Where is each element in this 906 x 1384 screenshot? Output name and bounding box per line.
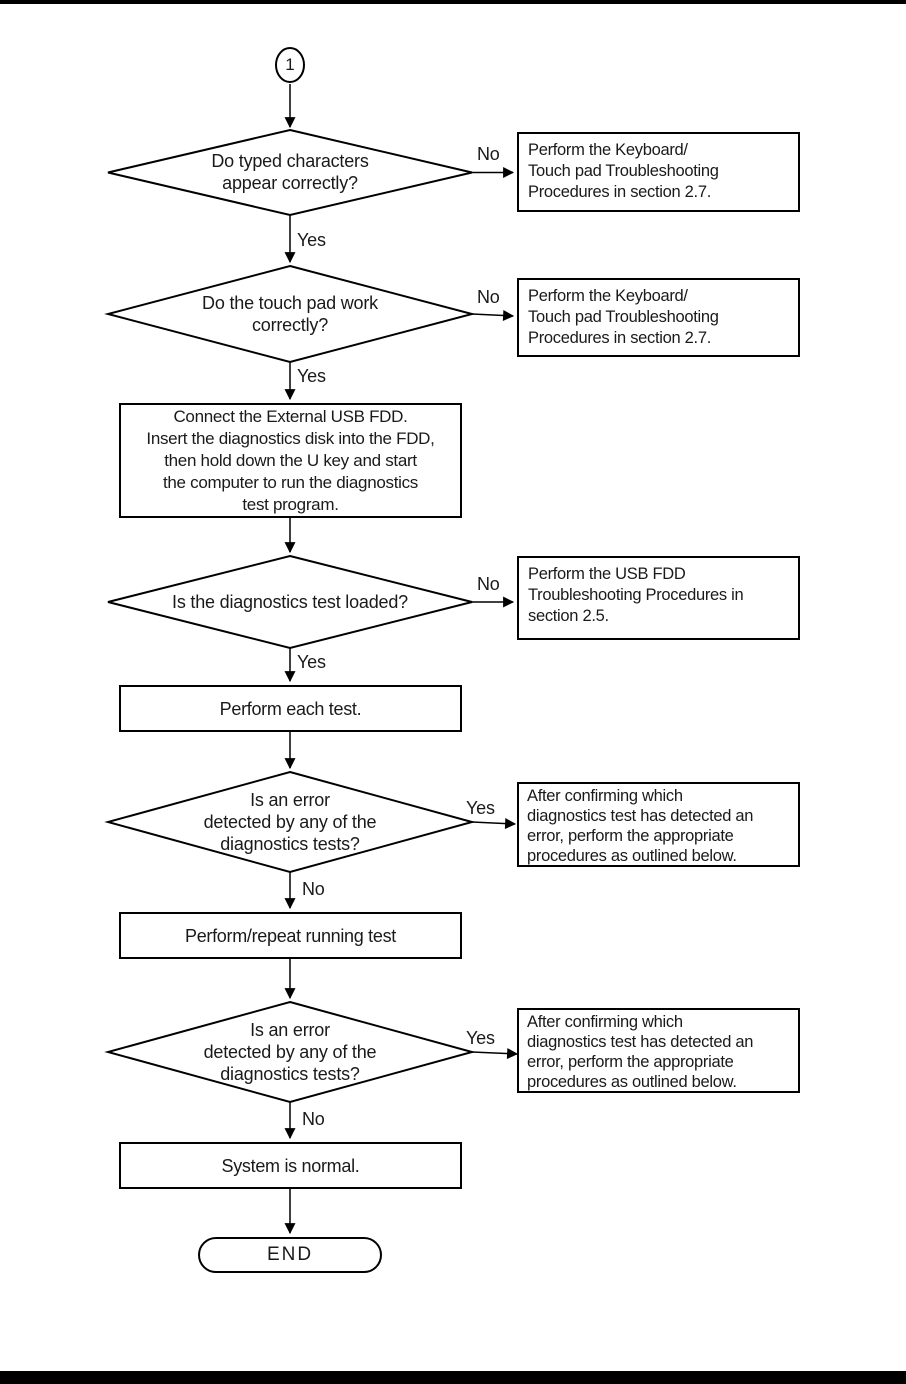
diamond-touch-pad-text: Do the touch pad work correctly? — [202, 293, 378, 335]
end-terminator-label: END — [266, 1244, 314, 1265]
label-d5-yes: Yes — [466, 1028, 495, 1048]
result-confirm-diagnostics-2: After confirming which diagnostics test … — [517, 1008, 800, 1093]
connector-label: 1 — [285, 55, 295, 74]
end-terminator: END — [198, 1237, 382, 1273]
result-keyboard-touchpad-2: Perform the Keyboard/ Touch pad Troubles… — [517, 278, 800, 357]
label-d4-yes: Yes — [466, 798, 495, 818]
page-bottom-rule — [0, 1371, 906, 1384]
edge-d4-yes-to-r4 — [471, 818, 517, 830]
result-confirm-diagnostics-1: After confirming which diagnostics test … — [517, 782, 800, 867]
diamond-error-detected-1-text: Is an error detected by any of the diagn… — [203, 790, 377, 854]
label-d5-no: No — [302, 1109, 325, 1129]
process-system-is-normal: System is normal. — [119, 1142, 462, 1189]
connector-circle — [275, 47, 305, 83]
label-d2-yes: Yes — [297, 366, 326, 386]
process-perform-each-test: Perform each test. — [119, 685, 462, 732]
diamond-diagnostics-loaded-text: Is the diagnostics test loaded? — [172, 592, 408, 612]
result-keyboard-touchpad-1: Perform the Keyboard/ Touch pad Troubles… — [517, 132, 800, 212]
edge-d2-no-to-r2 — [471, 310, 515, 322]
label-d2-no: No — [477, 287, 500, 307]
process-perform-repeat-running-test: Perform/repeat running test — [119, 912, 462, 959]
diamond-typed-characters-text: Do typed characters appear correctly? — [211, 151, 369, 193]
label-d1-yes: Yes — [297, 230, 326, 250]
edge-d5-yes-to-r5 — [471, 1048, 519, 1060]
label-d3-yes: Yes — [297, 652, 326, 672]
process-connect-usb-fdd: Connect the External USB FDD. Insert the… — [119, 403, 462, 518]
result-usb-fdd-troubleshooting: Perform the USB FDD Troubleshooting Proc… — [517, 556, 800, 640]
label-d4-no: No — [302, 879, 325, 899]
label-d1-no: No — [477, 144, 500, 164]
diamond-error-detected-2-text: Is an error detected by any of the diagn… — [203, 1020, 377, 1084]
label-d3-no: No — [477, 574, 500, 594]
page-top-rule — [0, 0, 906, 4]
